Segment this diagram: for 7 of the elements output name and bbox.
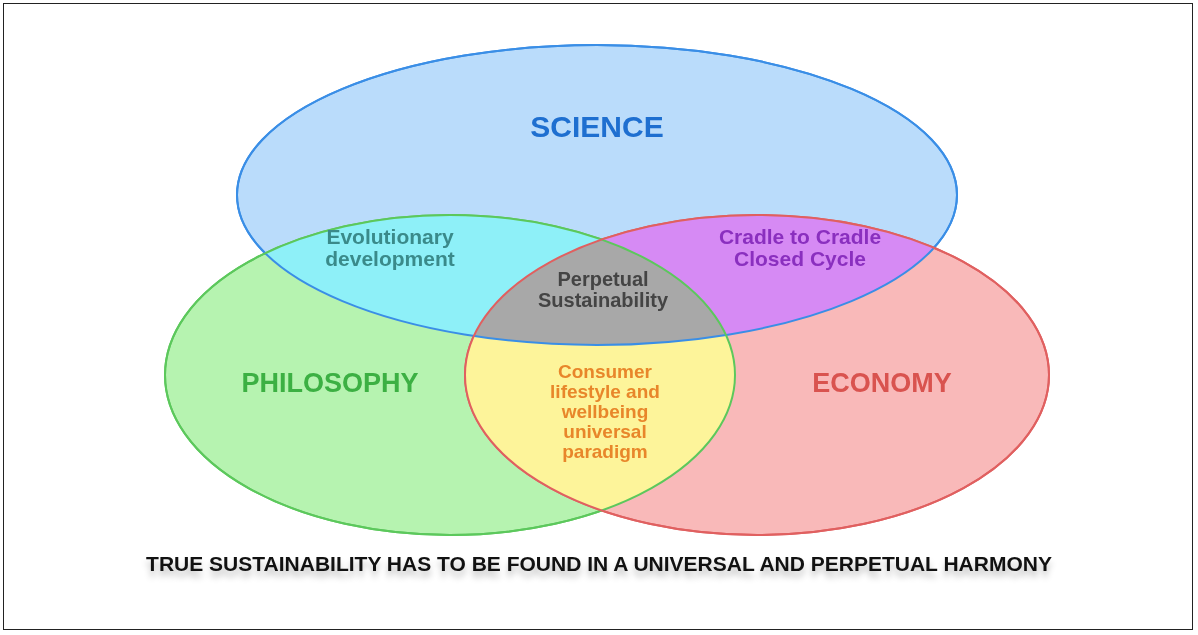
overlap-label: Cradle to Cradle Closed Cycle xyxy=(700,225,900,271)
circle-label: ECONOMY xyxy=(811,368,953,398)
overlap-label: Evolutionary development xyxy=(280,225,500,271)
circle-label: PHILOSOPHY xyxy=(240,368,420,398)
overlap-label: Consumer lifestyle and wellbeing universal paradigm xyxy=(535,362,675,462)
caption: TRUE SUSTAINABILITY HAS TO BE FOUND IN A UNIVERSAL AND PERPETUAL HARMONY xyxy=(145,553,1053,576)
circle-label: SCIENCE xyxy=(529,111,665,143)
